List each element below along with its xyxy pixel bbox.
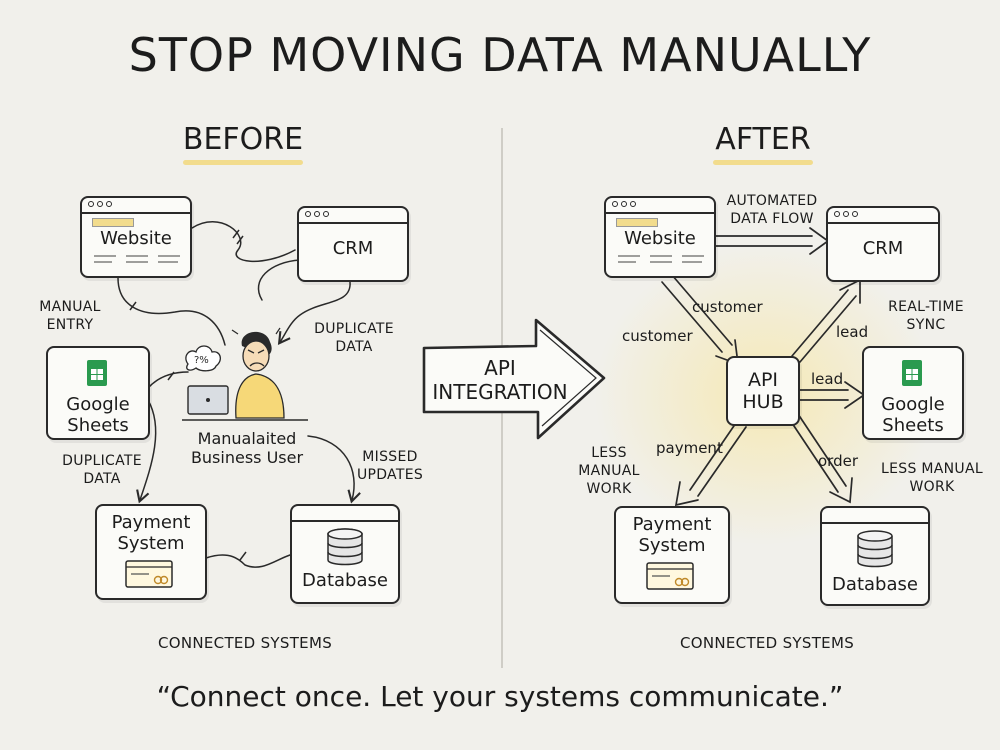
after-note-realtime: REAL-TIME SYNC	[888, 299, 964, 333]
after-database-box: Database	[820, 506, 930, 606]
before-database-box: Database	[290, 504, 400, 604]
before-line-crm-curl	[257, 259, 301, 301]
google-sheets-icon	[902, 360, 922, 386]
database-icon	[857, 530, 893, 568]
before-user-label: Manualaited Business User	[190, 429, 304, 467]
after-heading-underline	[713, 160, 813, 165]
after-website-box: Website	[604, 196, 716, 278]
after-heading: AFTER	[715, 122, 811, 157]
flow-label-payment: payment	[656, 439, 723, 457]
google-sheets-icon	[87, 360, 107, 386]
before-sheets-label: Google Sheets	[66, 394, 130, 436]
closing-quote: “Connect once. Let your systems communic…	[156, 680, 844, 713]
before-note-duplicate-left: DUPLICATE DATA	[62, 453, 142, 487]
after-note-automated: AUTOMATED DATA FLOW	[726, 193, 818, 227]
flow-label-customer-2: customer	[622, 327, 693, 345]
after-caption: CONNECTED SYSTEMS	[679, 634, 855, 652]
after-payment-box: Payment System	[614, 506, 730, 604]
flow-label-order: order	[818, 452, 858, 470]
before-caption: CONNECTED SYSTEMS	[157, 634, 333, 652]
after-payment-label: Payment System	[632, 514, 712, 556]
after-sheets-box: Google Sheets	[862, 346, 964, 440]
before-note-missed-updates: MISSED UPDATES	[356, 449, 424, 483]
after-crm-box: CRM	[826, 206, 940, 282]
flow-label-customer-1: customer	[692, 298, 763, 316]
before-payment-label: Payment System	[111, 512, 191, 554]
page-title: STOP MOVING DATA MANUALLY	[128, 28, 872, 82]
flow-label-lead-1: lead	[836, 323, 869, 341]
payment-card-icon	[646, 562, 694, 590]
after-website-label: Website	[624, 228, 696, 249]
after-note-less-manual-right: LESS MANUAL WORK	[881, 461, 983, 495]
before-line-crm-user	[277, 281, 351, 345]
before-note-duplicate-top: DUPLICATE DATA	[314, 321, 394, 355]
before-sheets-box: Google Sheets	[46, 346, 150, 440]
after-database-label: Database	[832, 574, 918, 595]
before-line-payment-database	[205, 554, 291, 568]
api-integration-label: API INTEGRATION	[432, 356, 568, 404]
after-sheets-label: Google Sheets	[881, 394, 945, 436]
website-content-icon	[94, 255, 180, 263]
before-database-label: Database	[302, 570, 388, 591]
api-integration-arrow	[422, 318, 606, 440]
api-hub-label: API HUB	[742, 369, 784, 413]
before-note-manual-entry: MANUAL ENTRY	[39, 299, 101, 333]
before-line-website-crm	[191, 221, 296, 262]
before-line-user-database	[307, 435, 361, 504]
before-crm-box: CRM	[297, 206, 409, 282]
frustrated-user-illustration: ?%	[182, 327, 308, 421]
flow-label-lead-2: lead	[811, 370, 844, 388]
before-payment-box: Payment System	[95, 504, 207, 600]
api-hub-box: API HUB	[726, 356, 800, 426]
before-crm-label: CRM	[332, 238, 374, 259]
after-note-less-manual-left: LESS MANUAL WORK	[578, 445, 640, 497]
website-banner-icon	[616, 218, 658, 227]
database-icon	[327, 528, 363, 566]
before-heading-underline	[183, 160, 303, 165]
before-line-website-user	[117, 277, 226, 346]
before-website-box: Website	[80, 196, 192, 278]
after-crm-label: CRM	[862, 238, 904, 259]
before-heading: BEFORE	[182, 122, 304, 157]
website-content-icon	[618, 255, 704, 263]
website-banner-icon	[92, 218, 134, 227]
svg-text:?%: ?%	[194, 355, 209, 366]
before-line-sheets-payment	[136, 399, 157, 504]
after-arrow-hub-database	[789, 413, 853, 504]
payment-card-icon	[125, 560, 173, 588]
before-website-label: Website	[100, 228, 172, 249]
before-line-sheets-user	[147, 371, 189, 389]
after-arrow-hub-payment	[674, 419, 747, 507]
